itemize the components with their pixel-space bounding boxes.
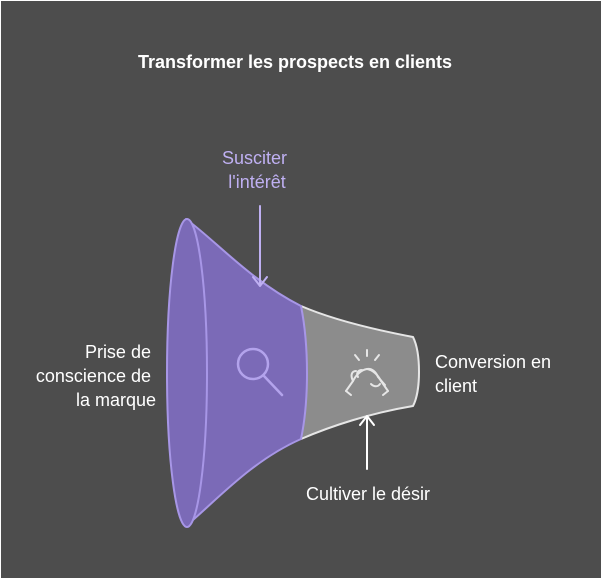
interest-arrow [252,205,268,287]
funnel-interest-section [185,218,308,527]
magnifier-icon [236,347,284,397]
handshake-icon [345,349,389,396]
desire-label: Cultiver le désir [306,484,430,504]
awareness-label-line: conscience de [36,366,151,386]
diagram-title: Transformer les prospects en clients [138,52,452,72]
interest-label: Susciter l'intérêt [222,148,292,192]
conversion-label-line: client [435,376,477,396]
desire-arrow [359,415,375,470]
desire-label-line: Cultiver le désir [306,484,430,504]
conversion-label: Conversion en client [435,352,556,396]
awareness-label-line: la marque [76,390,156,410]
funnel-mouth [166,218,208,528]
interest-label-line: Susciter [222,148,287,168]
awareness-label: Prise de conscience de la marque [36,342,156,410]
conversion-label-line: Conversion en [435,352,551,372]
awareness-label-line: Prise de [85,342,151,362]
interest-label-line: l'intérêt [228,172,285,192]
